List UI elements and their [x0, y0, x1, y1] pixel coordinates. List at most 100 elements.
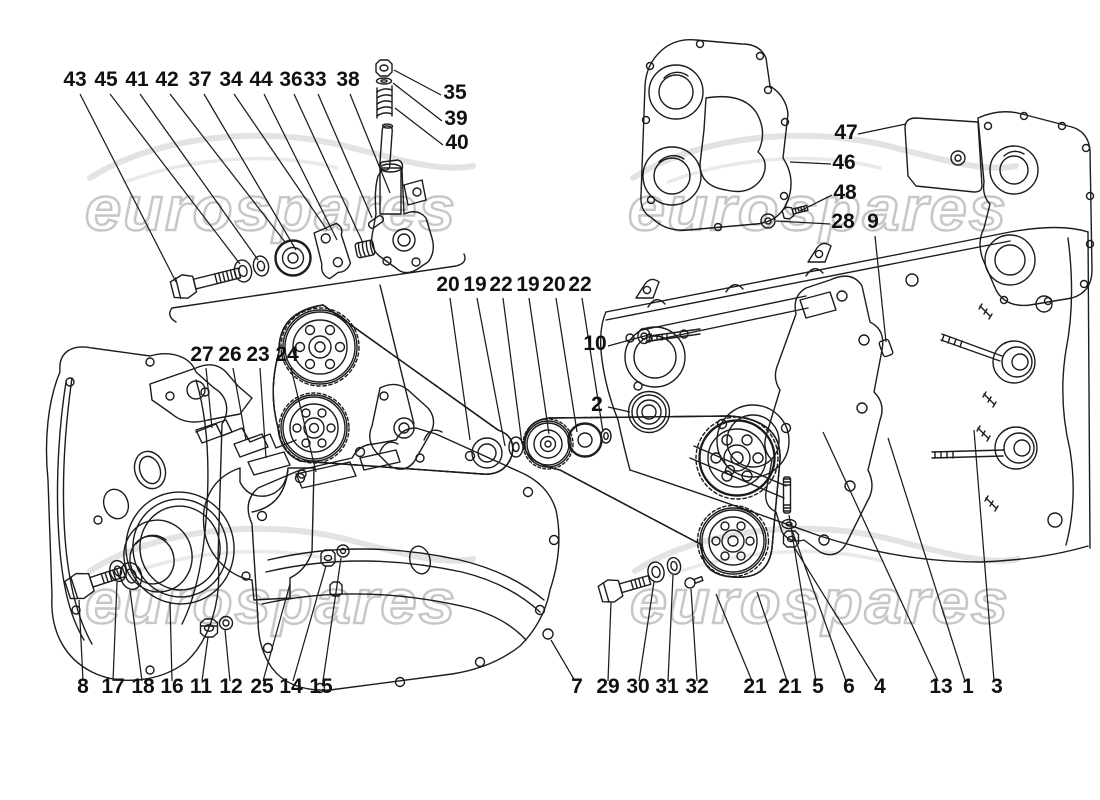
- tensioner-and-idler-rollers: [471, 418, 612, 470]
- watermark-text: eurospares: [630, 568, 1010, 637]
- callout-41-2: 41: [125, 68, 149, 91]
- tensioner-spring: [376, 85, 393, 119]
- leader-line-32-43: [690, 588, 698, 682]
- watermark-swoosh: [87, 525, 476, 574]
- leader-line-25-36: [262, 583, 291, 682]
- leader-line-41-2: [139, 93, 259, 261]
- watermark-3: eurospares: [629, 525, 1021, 638]
- callout-21-45: 21: [778, 675, 802, 698]
- leader-line-20-22: [555, 297, 578, 433]
- callout-14-37: 14: [279, 675, 303, 698]
- callout-30-41: 30: [626, 675, 649, 698]
- leader-line-21-45: [756, 591, 788, 682]
- callout-42-3: 42: [155, 68, 178, 91]
- callout-6-47: 6: [843, 675, 855, 698]
- leader-line-43-0: [79, 93, 177, 283]
- leader-line-45-1: [109, 93, 241, 265]
- engine-line-art: [45, 39, 1095, 694]
- callout-19-19: 19: [463, 273, 486, 296]
- callout-2-29: 2: [591, 393, 603, 416]
- leader-line-16-33: [169, 601, 173, 682]
- callout-9-17: 9: [867, 210, 879, 233]
- callout-20-22: 20: [542, 273, 565, 296]
- leader-line-30-41: [638, 581, 655, 682]
- callout-45-1: 45: [94, 68, 118, 91]
- leader-line-39-11: [392, 82, 443, 122]
- leader-line-33-8: [317, 93, 373, 219]
- leader-line-21-44: [715, 593, 753, 682]
- leader-line-19-19: [476, 297, 506, 447]
- callout-19-21: 19: [516, 273, 539, 296]
- callout-23-26: 23: [246, 343, 269, 366]
- leader-line-24-27: [290, 367, 317, 473]
- callout-29-40: 29: [596, 675, 619, 698]
- callout-40-12: 40: [445, 131, 468, 154]
- leader-line-1-50: [887, 437, 966, 682]
- leader-line-35-10: [393, 69, 442, 96]
- callout-46-14: 46: [832, 151, 855, 174]
- leader-line-6-47: [791, 529, 847, 682]
- leader-line-7-39: [550, 639, 576, 682]
- leader-line-26-25: [232, 367, 247, 441]
- crankshaft-timing-belt: [523, 415, 781, 578]
- leader-line-31-42: [667, 574, 674, 682]
- leader-line-17-31: [112, 581, 118, 682]
- leader-line-18-32: [129, 589, 143, 682]
- callout-13-49: 13: [929, 675, 952, 698]
- callout-18-32: 18: [131, 675, 155, 698]
- callout-12-35: 12: [219, 675, 242, 698]
- callout-8-30: 8: [77, 675, 89, 698]
- watermark-swoosh-inner: [666, 156, 882, 184]
- watermark-2: eurospares: [84, 525, 476, 638]
- leader-line-48-15: [799, 194, 833, 212]
- callout-4-48: 4: [874, 675, 886, 698]
- callout-43-0: 43: [63, 68, 86, 91]
- callout-20-18: 20: [436, 273, 459, 296]
- leader-line-11-34: [201, 636, 209, 682]
- callout-5-46: 5: [812, 675, 824, 698]
- watermark-swoosh-inner: [123, 549, 339, 577]
- leader-line-15-38: [322, 557, 342, 682]
- leader-line-37-4: [203, 93, 297, 251]
- leader-line-14-37: [292, 565, 327, 682]
- watermark-text: eurospares: [628, 175, 1008, 244]
- callout-39-11: 39: [444, 107, 467, 130]
- hardware-bottom-middle: [597, 476, 800, 603]
- callout-3-51: 3: [991, 675, 1003, 698]
- callout-44-6: 44: [249, 68, 273, 91]
- leader-line-3-51: [973, 429, 995, 682]
- leader-line-38-9: [349, 93, 391, 194]
- callout-22-23: 22: [568, 273, 591, 296]
- callout-7-39: 7: [571, 675, 583, 698]
- leader-line-44-6: [263, 93, 338, 241]
- leader-line-34-5: [233, 93, 328, 231]
- watermark-text: eurospares: [85, 175, 457, 244]
- leader-line-23-26: [259, 367, 267, 459]
- camshaft-timing-belt: [272, 304, 514, 475]
- callout-27-24: 27: [190, 343, 213, 366]
- callout-28-16: 28: [831, 210, 855, 233]
- callout-1-50: 1: [962, 675, 974, 698]
- callout-37-4: 37: [188, 68, 211, 91]
- callout-26-25: 26: [218, 343, 241, 366]
- watermark-swoosh-inner: [668, 549, 884, 577]
- callout-47-13: 47: [834, 121, 857, 144]
- callout-10-28: 10: [583, 332, 606, 355]
- spring-bushing: [354, 239, 376, 259]
- callout-33-8: 33: [303, 68, 326, 91]
- watermark-text: eurospares: [85, 568, 457, 637]
- watermark-swoosh: [87, 132, 476, 181]
- leader-line-40-12: [394, 107, 444, 146]
- tensioner-position-leader: [379, 284, 415, 425]
- leader-line-5-46: [788, 514, 817, 682]
- callout-32-43: 32: [685, 675, 708, 698]
- watermark-swoosh-inner: [123, 156, 339, 184]
- leader-line-20-18: [449, 297, 471, 441]
- leader-line-46-14: [789, 161, 832, 165]
- callout-36-7: 36: [279, 68, 302, 91]
- callout-17-31: 17: [101, 675, 124, 698]
- callout-34-5: 34: [219, 68, 243, 91]
